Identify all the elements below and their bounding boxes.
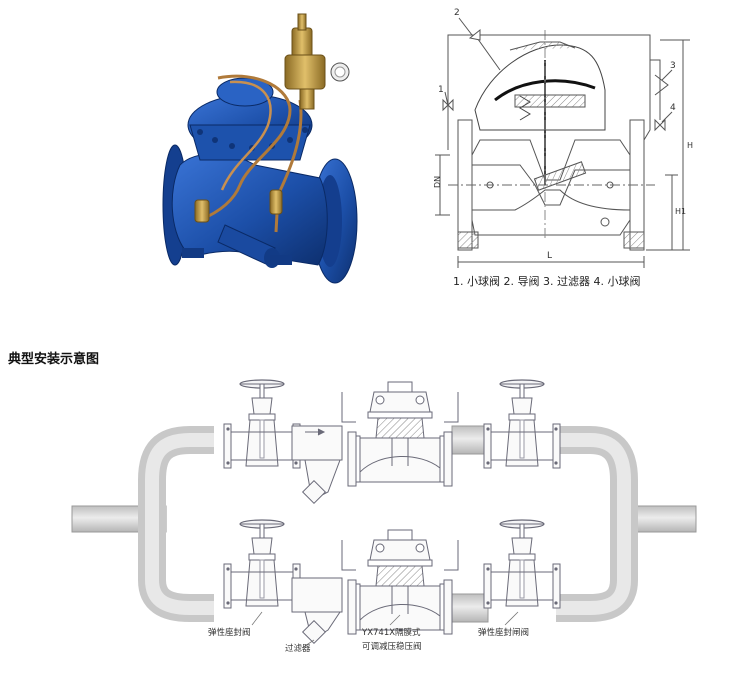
valve-photo [162,13,358,284]
strainer-top [291,425,343,505]
dim-dn: DN [433,176,442,188]
pipe-loop [71,425,697,623]
callout-1: 1 [438,85,444,95]
callout-2: 2 [454,8,460,18]
label-gate-valve: 弹性座封阀 [208,627,251,638]
section-drawing [435,17,690,268]
install-labels: 弹性座封阀 过滤器 YX741X隔膜式 可调减压稳压阀 弹性座封闸阀 [208,627,529,654]
label-strainer: 过滤器 [285,643,311,654]
callout-4: 4 [670,103,676,113]
gate-valve-bottom-right [483,519,561,609]
label-main-valve-2: 可调减压稳压阀 [362,641,422,652]
gate-valve-top-left [223,379,301,469]
install-title: 典型安装示意图 [8,352,100,367]
main-valve-top [341,381,459,487]
drawing-legend: 1. 小球阀 2. 导阀 3. 过滤器 4. 小球阀 [453,275,641,288]
gate-valve-top-right [483,379,561,469]
dim-l: L [547,251,552,261]
gate-valve-bottom-left [223,519,301,609]
label-gate-valve-right: 弹性座封闸阀 [478,627,529,638]
main-valve-bottom [341,529,459,635]
dim-h1: H1 [675,207,686,216]
label-main-valve-1: YX741X隔膜式 [361,627,421,638]
callout-3: 3 [670,61,676,71]
drawing-callouts: 1 2 3 4 DN L H H1 [433,8,693,261]
dim-h: H [687,141,693,150]
strainer-bottom [291,577,343,645]
